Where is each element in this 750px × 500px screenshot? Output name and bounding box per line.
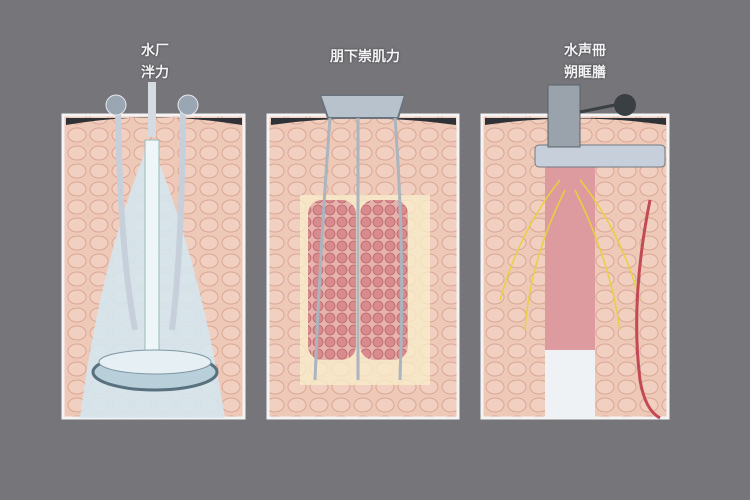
fat-cluster: [308, 200, 356, 360]
probe-body: [547, 84, 581, 148]
panel-3-label: 水声冊 朔眶膳: [545, 40, 625, 84]
label-line: 水厂: [141, 43, 169, 59]
panel-2-label: 朋下崇肌力: [320, 46, 410, 68]
label-line: 朔眶膳: [564, 65, 606, 81]
panel-1-label: 水厂 泮力: [130, 40, 180, 84]
probe-handle: [534, 144, 666, 168]
panel-hydro-device: [61, 82, 246, 420]
label-line: 水声冊: [564, 43, 606, 59]
fat-cluster: [360, 200, 408, 360]
label-line: 朋下崇肌力: [330, 49, 400, 65]
cable-knob-icon: [614, 94, 636, 116]
nerve-fibers: [499, 179, 641, 331]
right-bulb-icon: [177, 94, 199, 116]
probe-shaft: [545, 160, 595, 350]
panel-nerve-device: [480, 84, 670, 420]
panel-fat-device: [266, 94, 460, 420]
left-bulb-icon: [105, 94, 127, 116]
water-jet: [144, 139, 160, 356]
label-line: 泮力: [141, 65, 169, 81]
applicator-head: [318, 94, 407, 119]
